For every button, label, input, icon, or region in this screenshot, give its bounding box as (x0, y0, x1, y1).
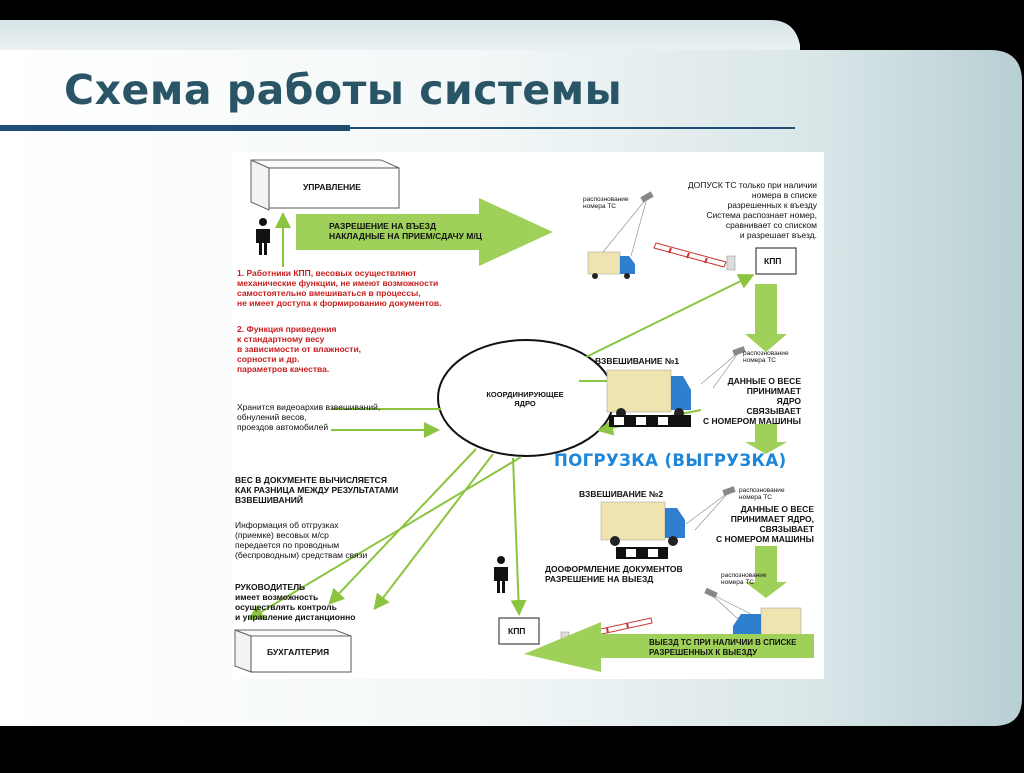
kpp-bottom-label: КПП (508, 626, 526, 636)
scale-2 (616, 547, 668, 559)
entry-truck (587, 251, 635, 279)
permission-arrow-label: РАЗРЕШЕНИЕ НА ВЪЕЗД НАКЛАДНЫЕ НА ПРИЕМ/С… (329, 221, 482, 241)
exit-truck (733, 607, 802, 644)
weighing-2-truck (600, 501, 685, 546)
management-box (250, 159, 400, 211)
exit-arrow-label: ВЫЕЗД ТС ПРИ НАЛИЧИИ В СПИСКЕ РАЗРЕШЕННЫ… (649, 638, 797, 657)
camera-4 (704, 587, 752, 621)
kpp-bottom-box (498, 617, 540, 645)
kpp-top-label: КПП (764, 256, 782, 266)
slide-title: Схема работы системы (64, 66, 623, 114)
worker-icon-bottom (494, 556, 508, 593)
barrier-1 (653, 242, 736, 271)
final-docs-note: ДООФОРМЛЕНИЕ ДОКУМЕНТОВ РАЗРЕШЕНИЕ НА ВЫ… (545, 564, 683, 584)
camera-3 (685, 486, 736, 531)
system-diagram: УПРАВЛЕНИЕ БУХГАЛТЕРИЯ КПП КПП КООРДИНИР… (231, 152, 824, 679)
admission-note: ДОПУСК ТС только при наличии номера в сп… (687, 180, 817, 240)
camera-1-label: распознование номера ТС (583, 196, 629, 210)
weighing-1-desc: ДАННЫЕ О ВЕСЕ ПРИНИМАЕТ ЯДРО СВЯЗЫВАЕТ С… (703, 376, 801, 426)
camera-3-label: распознование номера ТС (739, 487, 785, 501)
shipments-info-note: Информация об отгрузках (приемке) весовы… (235, 520, 368, 560)
weighing-1-truck (606, 369, 691, 418)
scale-1 (609, 415, 691, 427)
video-archive-note: Хранится видеоархив взвешиваний, обнулен… (237, 402, 381, 432)
weighing-1-title: ВЗВЕШИВАНИЕ №1 (595, 356, 680, 366)
diagram-graphics (234, 159, 814, 673)
manager-note: РУКОВОДИТЕЛЬ имеет возможность осуществл… (235, 582, 356, 622)
core-label: КООРДИНИРУЮЩЕЕ ЯДРО (486, 390, 564, 408)
weighing-2-desc: ДАННЫЕ О ВЕСЕ ПРИНИМАЕТ ЯДРО, СВЯЗЫВАЕТ … (716, 504, 814, 544)
kpp-top-box (755, 247, 797, 275)
camera-1 (602, 191, 654, 257)
accounting-box (234, 629, 352, 673)
loading-title: ПОГРУЗКА (ВЫГРУЗКА) (554, 451, 787, 470)
management-label: УПРАВЛЕНИЕ (303, 182, 361, 192)
standard-weight-note: 2. Функция приведения к стандартному вес… (237, 324, 362, 374)
camera-4-label: распознование номера ТС (721, 572, 767, 586)
weighing-2-title: ВЗВЕШИВАНИЕ №2 (579, 489, 664, 499)
accounting-label: БУХГАЛТЕРИЯ (267, 647, 330, 657)
worker-icon-top (256, 218, 270, 255)
permission-arrow (296, 198, 553, 266)
weight-doc-note: ВЕС В ДОКУМЕНТЕ ВЫЧИСЛЯЕТСЯ КАК РАЗНИЦА … (235, 475, 399, 505)
kpp-workers-note: 1. Работники КПП, весовых осуществляют м… (237, 268, 442, 308)
camera-2-label: распознование номера ТС (743, 350, 789, 364)
camera-2 (700, 346, 746, 389)
